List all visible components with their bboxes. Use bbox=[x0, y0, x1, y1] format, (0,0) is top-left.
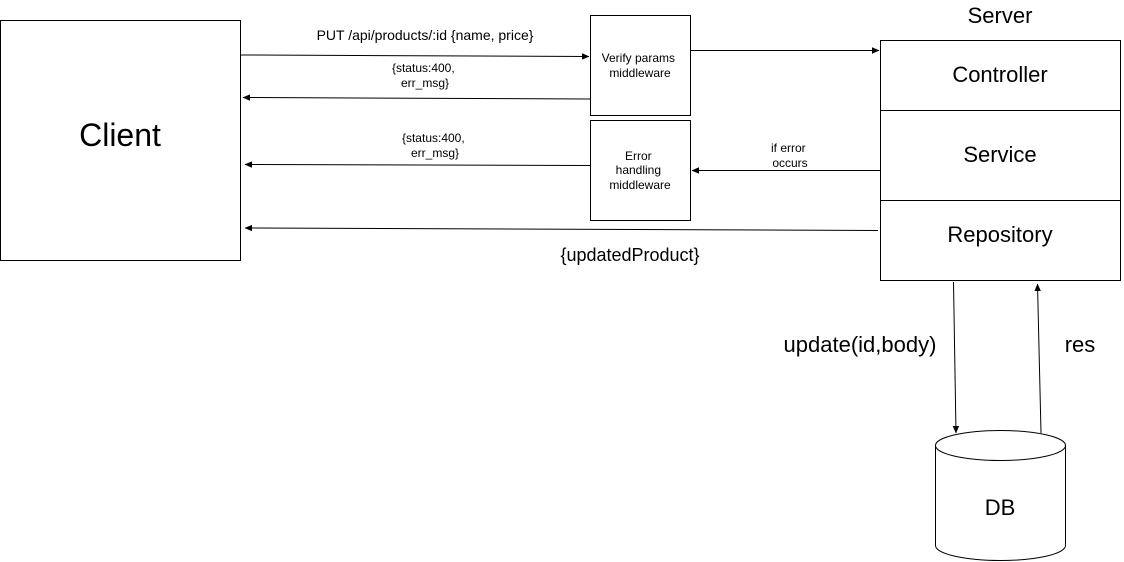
handler-error-arrow bbox=[244, 161, 591, 168]
verify-params-box bbox=[590, 15, 691, 116]
db-cylinder-top bbox=[935, 430, 1066, 461]
if-error-label: if error occurs bbox=[771, 141, 809, 170]
db-update-label: update(id,body) bbox=[784, 332, 937, 357]
error-handling-label: Error handling middleware bbox=[609, 149, 671, 192]
db-update-arrow bbox=[952, 281, 960, 434]
repository-label: Repository bbox=[947, 222, 1052, 247]
error-handling-box bbox=[590, 120, 691, 221]
success-arrow bbox=[244, 224, 879, 232]
handler-error-label: {status:400, err_msg} bbox=[402, 131, 468, 160]
server-box bbox=[880, 40, 1121, 281]
verify-error-arrow bbox=[242, 94, 591, 101]
db-res-arrow bbox=[1034, 283, 1042, 434]
success-label: {updatedProduct} bbox=[560, 245, 699, 265]
verify-error-label: {status:400, err_msg} bbox=[392, 61, 458, 90]
client-label: Client bbox=[79, 117, 161, 153]
server-title: Server bbox=[968, 3, 1033, 28]
db-cylinder bbox=[935, 445, 1066, 561]
db-label: DB bbox=[985, 495, 1016, 520]
verify-params-label: Verify params middleware bbox=[602, 51, 679, 80]
service-label: Service bbox=[963, 142, 1036, 167]
db-res-label: res bbox=[1065, 332, 1096, 357]
request-label: PUT /api/products/:id {name, price} bbox=[317, 27, 534, 43]
request-arrow bbox=[240, 53, 590, 60]
controller-label: Controller bbox=[952, 62, 1047, 87]
client-box bbox=[0, 20, 241, 261]
